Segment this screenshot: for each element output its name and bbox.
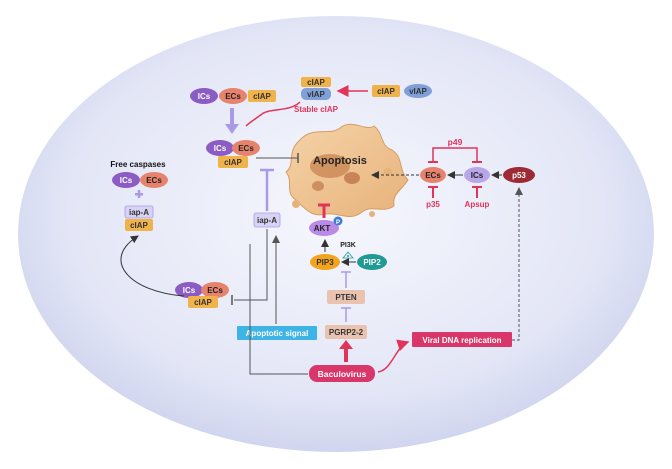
pip2-label: PIP2 — [363, 258, 381, 267]
p35-label: p35 — [426, 200, 440, 209]
pi3k-label: PI3K — [340, 242, 356, 249]
baculovirus-to-viral-dna-arrow — [377, 339, 410, 373]
binding-arrow-head — [225, 124, 239, 134]
apsup-label: Apsup — [465, 200, 490, 209]
phosphate-badge — [333, 216, 343, 226]
lower-ciap-label: cIAP — [194, 298, 212, 307]
release-arrow — [120, 235, 185, 297]
right-ics-label: ICs — [471, 171, 484, 180]
complex-ics-label: ICs — [214, 144, 227, 153]
p49-label: p49 — [448, 137, 463, 147]
plus-icon — [135, 190, 143, 198]
lower-ics-ecs-ciap-complex: ICs ECs cIAP — [175, 282, 229, 308]
free-caspases-label: Free caspases — [110, 160, 166, 169]
p53-label: p53 — [512, 171, 526, 180]
pip3-node — [310, 254, 340, 270]
ciap-left-label: cIAP — [130, 221, 148, 230]
free-ics-label: ICs — [120, 176, 133, 185]
iap-a-center-label: iap-A — [257, 216, 277, 225]
signal-path — [249, 244, 308, 375]
free-ics-node — [112, 172, 140, 188]
complex-viap-label: vIAP — [307, 90, 325, 99]
p49-bracket — [432, 147, 478, 162]
ics-ecs-ciap-complex: ICs ECs cIAP — [206, 140, 260, 168]
ecs-top-label: ECs — [225, 92, 241, 101]
right-ics-node — [464, 167, 490, 183]
pip3-label: PIP3 — [316, 258, 334, 267]
phosphate-label: P — [336, 220, 340, 226]
ics-top-label: ICs — [198, 92, 211, 101]
pgrp-arrow-head — [339, 340, 353, 349]
baculovirus-box — [309, 365, 375, 382]
right-ecs-label: ECs — [425, 171, 441, 180]
free-ecs-label: ECs — [146, 176, 162, 185]
ciap-node-left — [125, 219, 153, 231]
ciap-node-right — [372, 85, 400, 97]
pip2-node — [357, 254, 387, 270]
free-ecs-node — [140, 172, 168, 188]
akt-node — [309, 220, 339, 236]
lower-ics-label: ICs — [183, 286, 196, 295]
ecs-node-top — [219, 88, 247, 104]
iap-a-node-center — [253, 212, 281, 228]
iap-a-to-lower-line — [234, 229, 268, 301]
viral-dna-box — [412, 332, 512, 347]
stable-ciap-curve — [245, 101, 301, 127]
pgrp-label: PGRP2-2 — [329, 328, 364, 337]
right-ecs-node — [420, 167, 446, 183]
lower-ecs-label: ECs — [207, 286, 223, 295]
ics-node-top — [190, 88, 218, 104]
pten-box — [327, 290, 365, 304]
complex-ciap-label: cIAP — [307, 78, 325, 87]
pten-label: PTEN — [335, 293, 357, 302]
apoptotic-signal-box — [237, 326, 317, 340]
apoptotic-signal-label: Apoptotic signal — [246, 329, 309, 338]
cell-boundary — [18, 16, 654, 452]
baculovirus-label: Baculovirus — [318, 369, 367, 379]
p53-node — [503, 167, 535, 183]
akt-label: AKT — [314, 224, 331, 233]
complex-ecs-label: ECs — [238, 144, 254, 153]
ciap-right-label: cIAP — [377, 87, 395, 96]
viral-dna-to-p53-arrow — [512, 187, 523, 341]
ciap-top-label: cIAP — [253, 92, 271, 101]
complex-ciap-bottom-label: cIAP — [224, 158, 242, 167]
pi3k-icon — [342, 251, 354, 259]
apoptotic-cell — [285, 123, 409, 217]
viap-label: vIAP — [409, 87, 427, 96]
apoptosis-label: Apoptosis — [313, 155, 367, 167]
viap-node — [404, 84, 432, 98]
stable-ciap-label: Stable cIAP — [294, 105, 339, 114]
stable-ciap-complex: cIAP vIAP — [301, 77, 331, 100]
iap-a-node-left — [124, 205, 154, 219]
pgrp-box — [325, 325, 367, 339]
iap-a-left-label: iap-A — [129, 208, 149, 217]
viral-dna-label: Viral DNA replication — [422, 336, 501, 345]
ciap-node-top — [248, 90, 276, 102]
